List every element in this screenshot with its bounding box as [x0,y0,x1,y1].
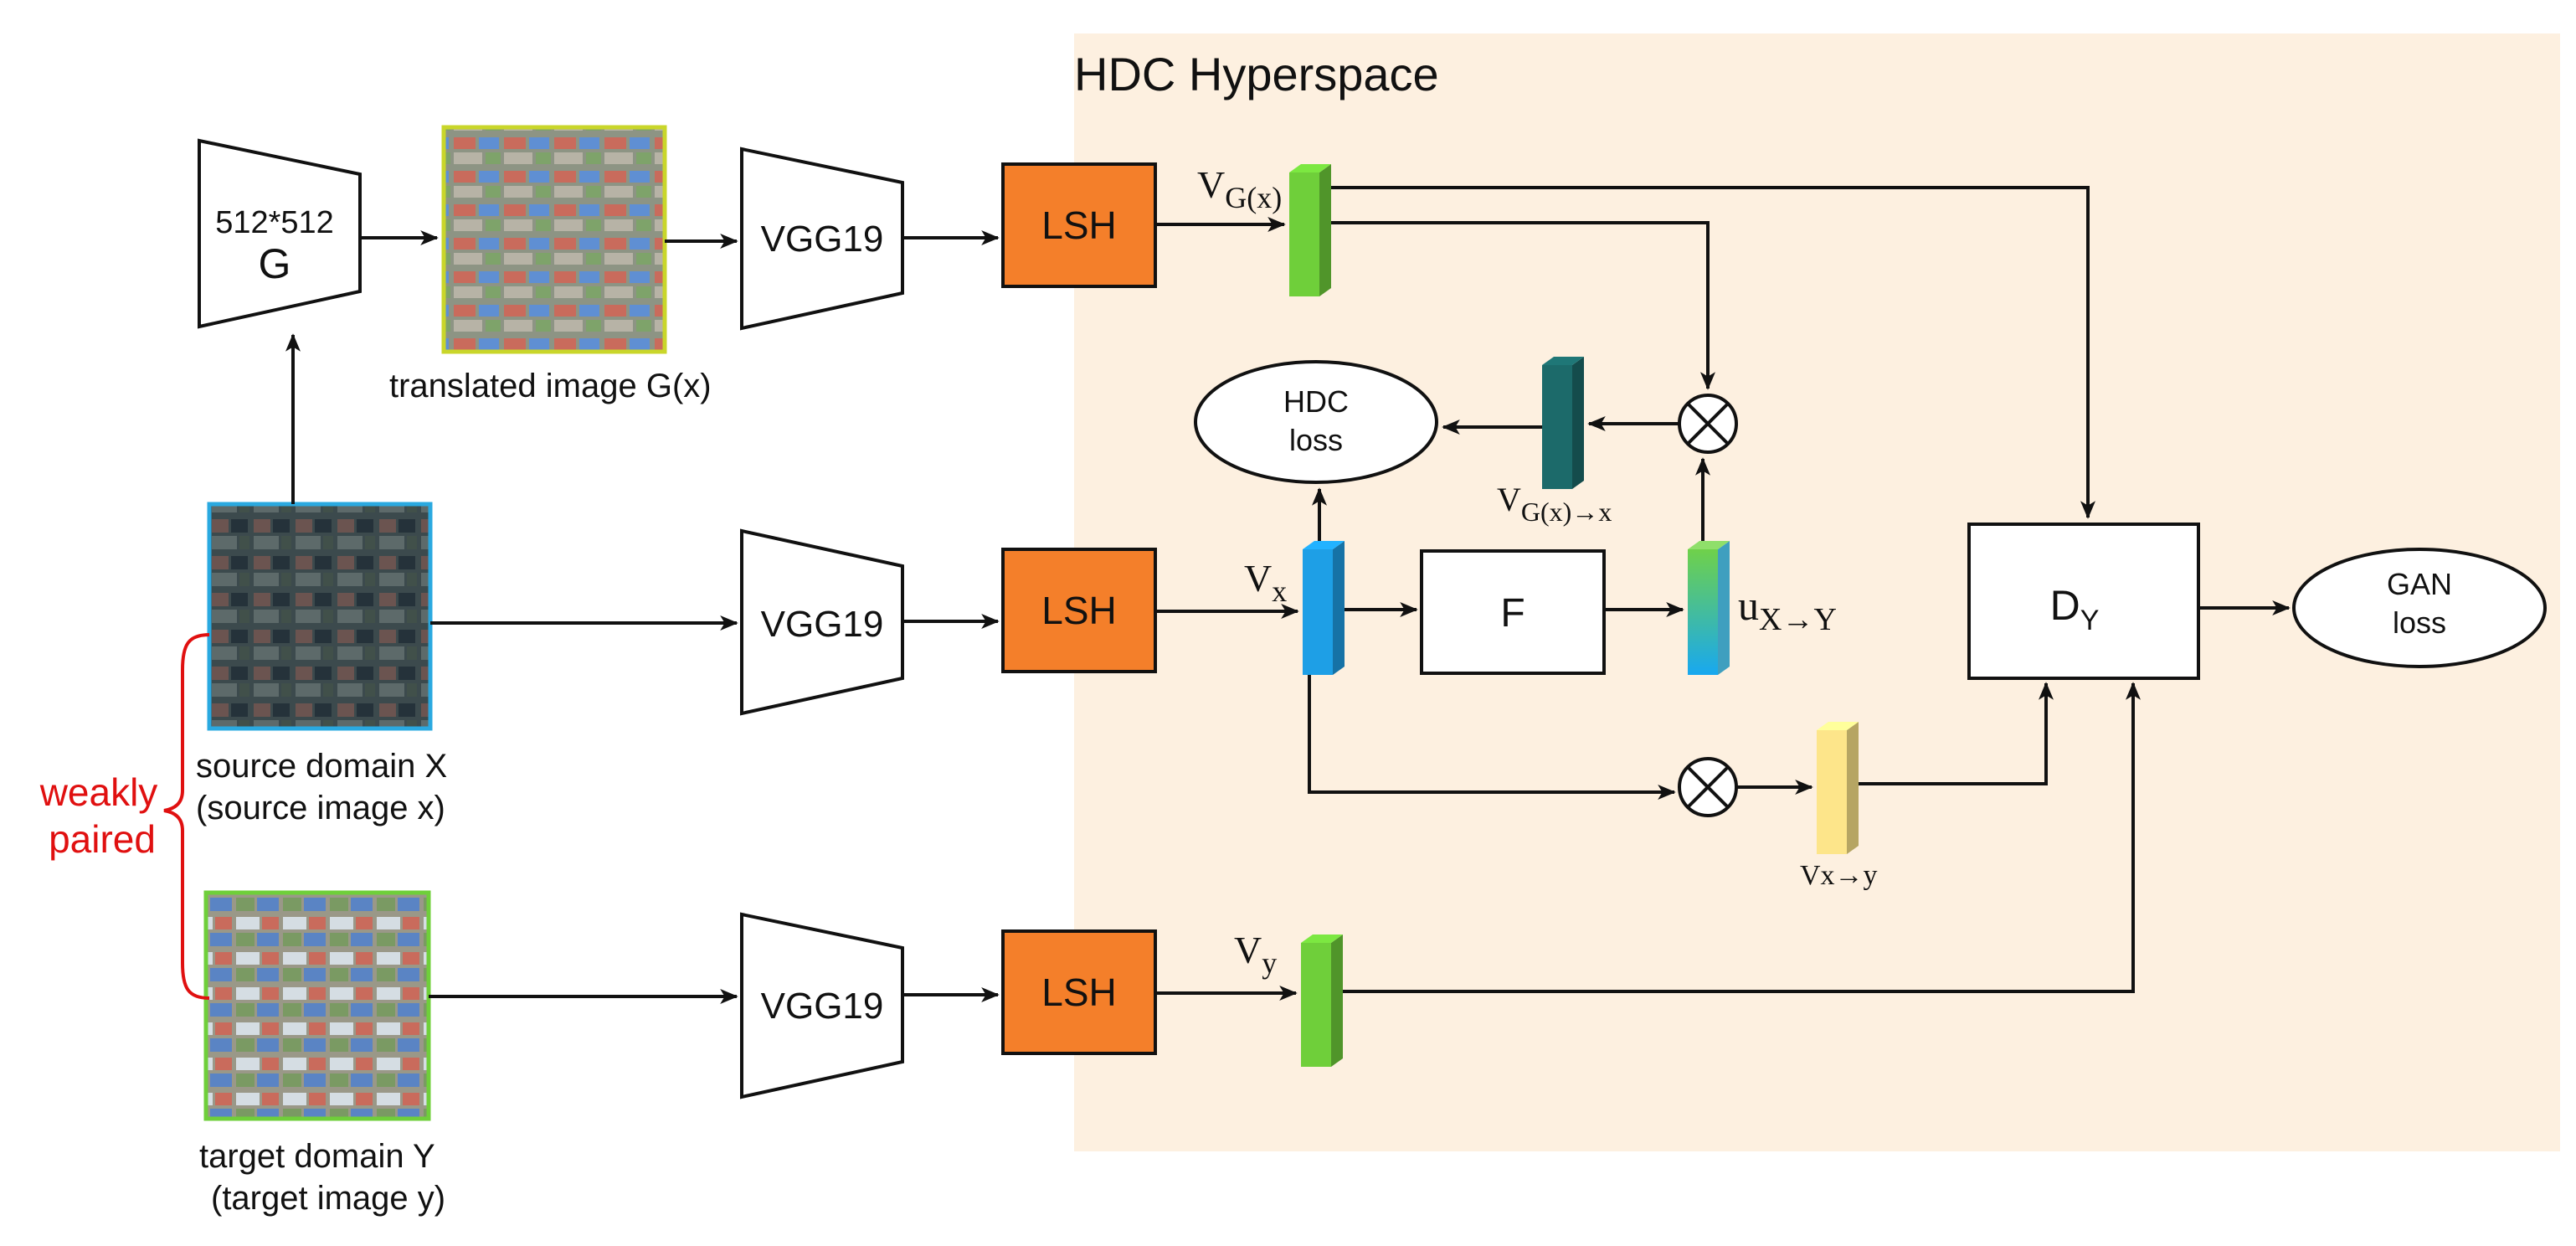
connection-lines [285,186,2291,1004]
discriminator-block [1967,523,2200,680]
vector-vy-label: Vy [1234,929,1277,980]
vgg19-middle-block [740,528,904,716]
gan-loss-line-1: GAN [2387,567,2452,601]
generator-g-block [198,138,362,329]
vector-vgx-label: VG(x) [1197,163,1282,214]
hdc-loss-node [1194,360,1438,484]
vector-vx-to-y-label: Vx→y [1800,860,1878,891]
lsh-bottom-label: LSH [1041,971,1116,1014]
vector-u-bar [1688,541,1730,675]
vgg19-bottom-label: VGG19 [761,986,884,1027]
generator-size-label: 512*512 [215,205,334,240]
multiply-node-top [1678,394,1738,454]
vector-vgx-to-x-label: VG(x)→x [1497,481,1612,527]
vector-vx-bar [1303,541,1345,675]
weakly-paired-brace [163,633,210,1000]
discriminator-label: DY [2050,582,2100,636]
source-domain-caption: source domain X [196,748,447,785]
lsh-middle-label: LSH [1041,589,1116,632]
multiply-node-bottom [1678,757,1738,817]
vector-vgx-bar [1289,164,1331,296]
hdc-loss-line-2: loss [1289,423,1343,457]
vector-vx-to-y-bar [1817,722,1859,854]
target-domain-caption: target domain Y [199,1138,435,1175]
vector-u-label: uX→Y [1738,582,1837,637]
hdc-loss-line-1: HDC [1283,384,1349,419]
hyperspace-title: HDC Hyperspace [1074,48,1439,100]
vector-vx-label: Vx [1244,557,1287,608]
weakly-paired-label-2: paired [49,817,156,861]
gan-loss-node [2292,548,2547,668]
lsh-bottom-block [1001,929,1157,1055]
lsh-middle-block [1001,548,1157,673]
translated-image [441,125,667,354]
mapping-f-label: F [1500,591,1525,636]
target-image-caption: (target image y) [211,1180,445,1217]
vector-vgx-to-x-bar [1542,357,1584,489]
mapping-f-block [1420,549,1606,675]
source-image [207,502,433,731]
vgg19-bottom-block [740,912,904,1099]
lsh-top-label: LSH [1041,203,1116,247]
lsh-top-block [1001,162,1157,288]
source-image-caption: (source image x) [196,790,445,826]
vgg19-middle-label: VGG19 [761,604,884,645]
target-image [203,890,431,1121]
generator-name: G [259,240,291,287]
vgg19-top-block [740,147,904,331]
vector-vy-bar [1301,934,1343,1067]
vgg19-top-label: VGG19 [761,219,884,260]
translated-image-caption: translated image G(x) [389,368,712,404]
weakly-paired-label-1: weakly [39,770,158,814]
gan-loss-line-2: loss [2393,605,2446,640]
